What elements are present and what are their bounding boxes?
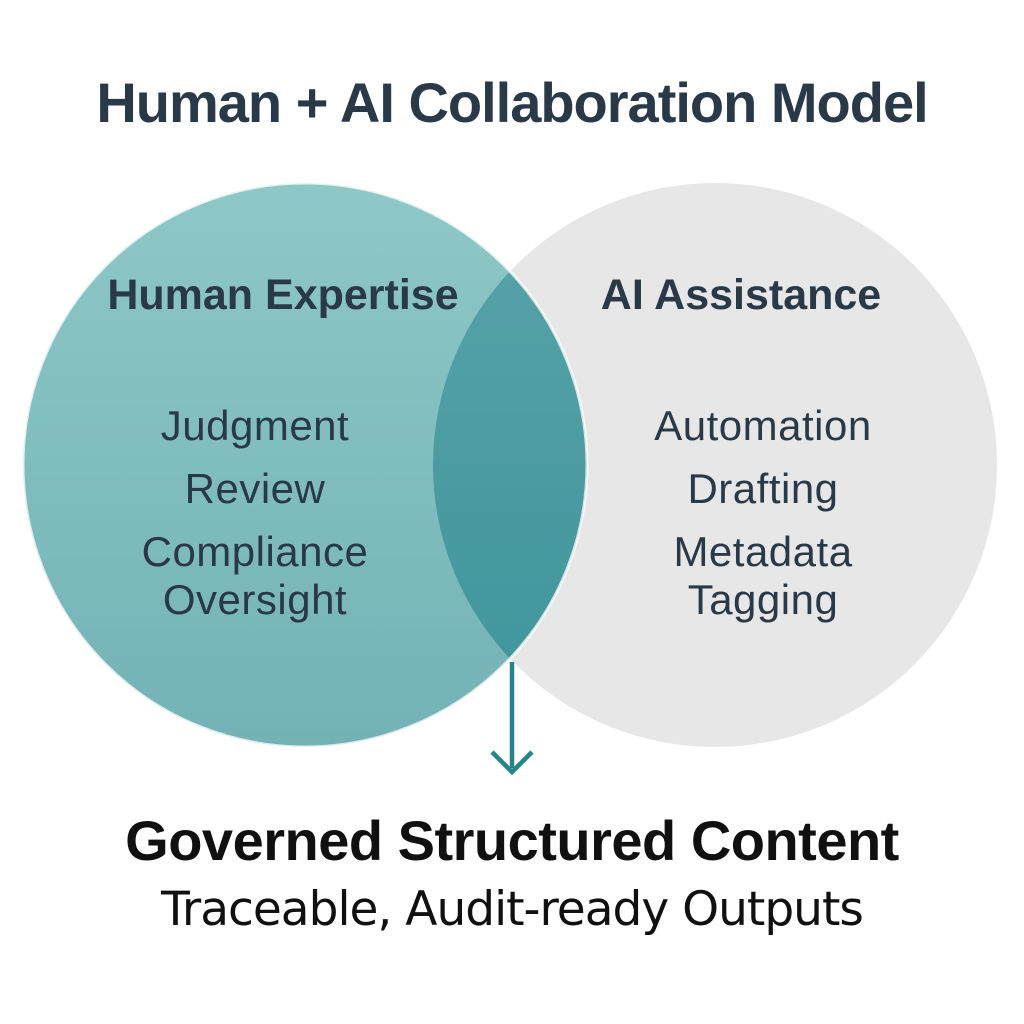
ai-circle [433, 183, 997, 747]
footer-heading: Governed Structured Content [125, 809, 899, 872]
list-item-compliance-oversight: Compliance Oversight [141, 528, 369, 623]
footer-subheading: Traceable, Audit-ready Outputs [161, 882, 864, 937]
list-item-judgment: Judgment [160, 402, 350, 449]
human-expertise-heading: Human Expertise [103, 270, 463, 320]
overlap-edge-highlight [21, 181, 589, 749]
ai-assistance-items: Automation Drafting Metadata Tagging [583, 402, 943, 624]
heading-line: Expertise [265, 271, 459, 319]
human-circle [23, 183, 587, 747]
list-item-review: Review [184, 465, 326, 512]
list-item-drafting: Drafting [687, 465, 839, 512]
list-item-automation: Automation [654, 402, 872, 449]
page-title: Human + AI Collaboration Model [96, 71, 928, 134]
list-item-metadata-tagging: Metadata Tagging [673, 528, 853, 623]
heading-line: Human [107, 271, 254, 319]
heading-line: AI [600, 271, 644, 319]
human-expertise-items: Judgment Review Compliance Oversight [75, 402, 435, 624]
heading-line: Assistance [654, 271, 882, 319]
ai-assistance-heading: AI Assistance [561, 270, 921, 320]
down-arrow-icon [490, 662, 534, 776]
